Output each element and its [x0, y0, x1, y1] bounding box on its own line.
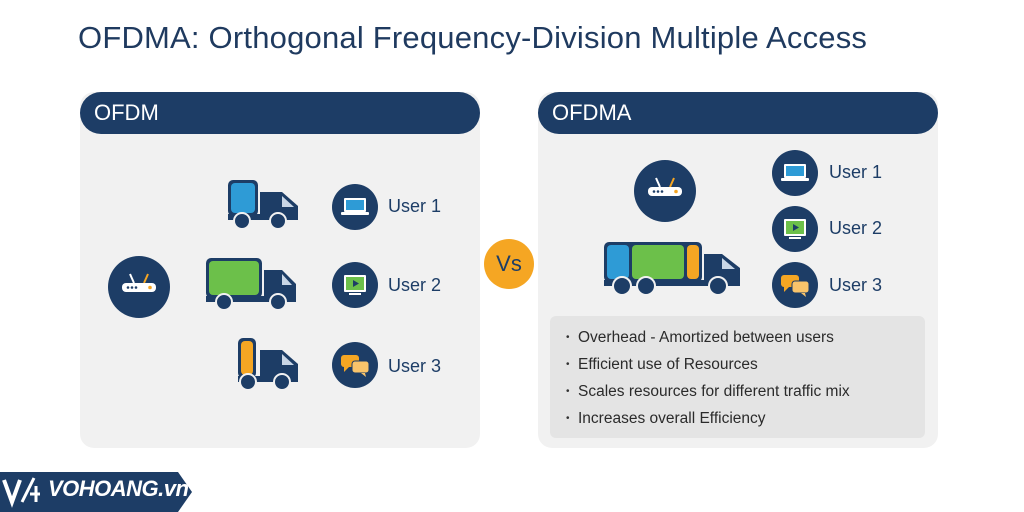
- truck-icon: [226, 178, 302, 230]
- user-label: User 2: [829, 218, 883, 238]
- router-icon: [634, 160, 696, 222]
- user-label: User 1: [829, 162, 883, 182]
- chat-bubbles-icon: [332, 342, 378, 388]
- video-screen-icon: [332, 262, 378, 308]
- user-label: User 3: [829, 275, 883, 295]
- video-screen-icon: [772, 206, 818, 252]
- chat-bubbles-icon: [772, 262, 818, 308]
- list-item: •Overhead - Amortized between users: [566, 329, 834, 346]
- truck-icon: [602, 238, 746, 298]
- vs-badge: Vs: [484, 239, 534, 289]
- list-item: •Increases overall Efficiency: [566, 410, 766, 427]
- truck-icon: [236, 336, 302, 392]
- ofdma-panel: OFDMA: [538, 92, 938, 448]
- ofdm-header: OFDM: [80, 92, 480, 134]
- user-label: User 1: [388, 196, 442, 216]
- router-icon: [108, 256, 170, 318]
- page-title: OFDMA: Orthogonal Frequency-Division Mul…: [78, 20, 868, 55]
- list-item: •Efficient use of Resources: [566, 356, 758, 373]
- list-item: •Scales resources for different traffic …: [566, 383, 850, 400]
- user-label: User 3: [388, 356, 442, 376]
- laptop-icon: [772, 150, 818, 196]
- watermark-text: VOHOANG.vn: [48, 476, 189, 501]
- ofdm-panel: OFDM: [80, 92, 480, 448]
- watermark-logo: [0, 472, 192, 512]
- benefits-list: •Overhead - Amortized between users •Eff…: [550, 316, 925, 438]
- laptop-icon: [332, 184, 378, 230]
- user-label: User 2: [388, 275, 442, 295]
- ofdma-header: OFDMA: [538, 92, 938, 134]
- truck-icon: [204, 256, 300, 312]
